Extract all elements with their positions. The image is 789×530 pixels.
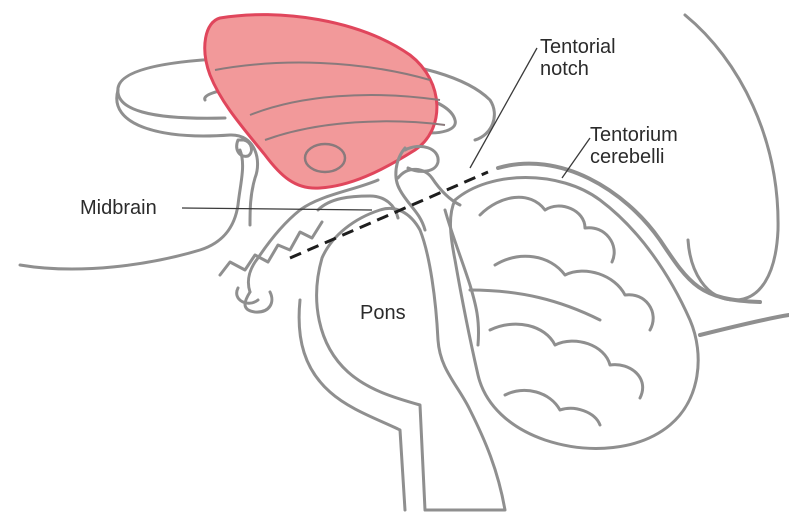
- thalamus-highlight: [205, 15, 437, 189]
- midbrain-label-text: Midbrain: [80, 197, 157, 219]
- tentorium-cerebelli-label: Tentorium cerebelli: [590, 124, 678, 168]
- midbrain-leader: [182, 208, 372, 210]
- cerebellar-folia-upper: [480, 197, 614, 262]
- tentorial-notch-leader: [470, 48, 537, 168]
- occipital-outline: [685, 15, 778, 300]
- tentorium-cerebelli-label-line1: Tentorium: [590, 124, 678, 146]
- anterior-commissure: [237, 140, 252, 156]
- pons-outline: [317, 208, 505, 510]
- tentorial-notch-label: Tentorial notch: [540, 36, 616, 80]
- pons-label-text: Pons: [360, 302, 406, 324]
- tentorial-notch-label-line2: notch: [540, 58, 616, 80]
- cerebellar-folia-lower: [490, 324, 643, 398]
- tentorium-cerebelli-label-line2: cerebelli: [590, 146, 678, 168]
- tentorium-cerebelli-membrane: [498, 164, 760, 302]
- midbrain-label: Midbrain: [80, 197, 157, 219]
- tentorial-notch-label-line1: Tentorial: [540, 36, 616, 58]
- tentorium-lower-membrane: [700, 315, 789, 335]
- brainstem-posterior-wall: [299, 300, 405, 510]
- optic-chiasm-outline: [220, 222, 322, 275]
- pons-label: Pons: [360, 302, 406, 324]
- cerebellar-folia-bottom: [505, 390, 600, 425]
- arbor-vitae-stem: [470, 290, 600, 320]
